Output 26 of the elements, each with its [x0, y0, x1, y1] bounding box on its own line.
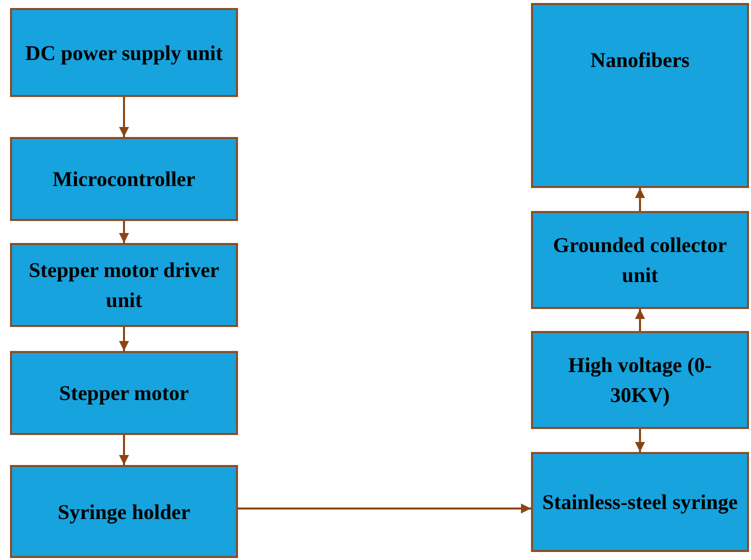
process-box	[531, 452, 749, 552]
box-label: Stepper motor driver unit	[28, 257, 220, 314]
box-label: Stainless-steel syringe	[542, 489, 738, 516]
box-label: Microcontroller	[52, 166, 196, 193]
arrow	[119, 97, 129, 137]
arrow	[238, 504, 531, 514]
arrow	[635, 429, 645, 452]
process-box	[10, 351, 238, 435]
box-label: High voltage (0-30KV)	[567, 352, 713, 409]
process-box	[10, 8, 238, 97]
arrow	[119, 221, 129, 243]
process-box	[531, 211, 749, 309]
process-box	[10, 137, 238, 221]
arrow	[635, 188, 645, 211]
process-box	[531, 3, 749, 188]
box-label: Syringe holder	[58, 498, 190, 526]
process-box	[10, 465, 238, 558]
arrow	[119, 327, 129, 351]
arrow	[119, 435, 129, 465]
box-label: DC power supply unit	[25, 40, 223, 66]
process-box	[10, 243, 238, 327]
box-label: Stepper motor	[59, 380, 189, 407]
process-box	[531, 331, 749, 429]
arrow	[635, 309, 645, 331]
box-label: Grounded collector unit	[552, 232, 728, 289]
box-label: Nanofibers	[590, 47, 690, 74]
